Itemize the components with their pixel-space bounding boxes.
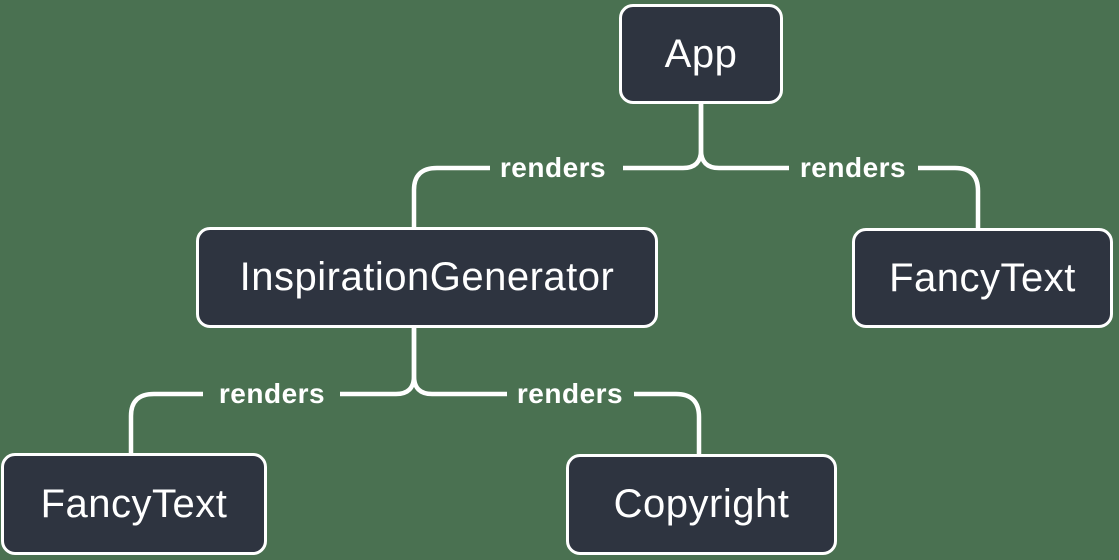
- edge-label-renders-inspirationgenerator-fancytext: renders: [218, 378, 326, 409]
- edge-inspirationgenerator-copyright-stem: [411, 328, 507, 397]
- node-app-label: App: [664, 31, 738, 76]
- node-fancy-text-bottom: FancyText: [1, 453, 267, 555]
- edge-label-renders-app-inspirationgenerator: renders: [499, 152, 607, 183]
- node-copyright-label: Copyright: [613, 482, 790, 526]
- edge-label-renders-app-fancytext: renders: [799, 152, 907, 183]
- edge-label-renders-inspirationgenerator-copyright: renders: [516, 378, 624, 409]
- node-inspiration-generator-label: InspirationGenerator: [239, 255, 615, 299]
- node-inspiration-generator: InspirationGenerator: [196, 227, 658, 328]
- edge-inspirationgenerator-fancytext-tail: [128, 391, 203, 453]
- node-fancy-text-bottom-label: FancyText: [40, 481, 228, 526]
- edge-inspirationgenerator-fancytext-stem: [340, 328, 417, 397]
- node-copyright: Copyright: [566, 454, 837, 555]
- node-app: App: [619, 4, 783, 104]
- node-fancy-text-top: FancyText: [852, 228, 1113, 328]
- edge-inspirationgenerator-copyright-tail: [634, 391, 702, 454]
- edge-app-inspirationgenerator-stem: [623, 104, 704, 171]
- edge-app-inspirationgenerator-tail: [411, 165, 490, 227]
- edge-app-fancytext-stem: [698, 104, 789, 171]
- node-fancy-text-top-label: FancyText: [889, 255, 1076, 300]
- edge-app-fancytext-tail: [918, 165, 981, 228]
